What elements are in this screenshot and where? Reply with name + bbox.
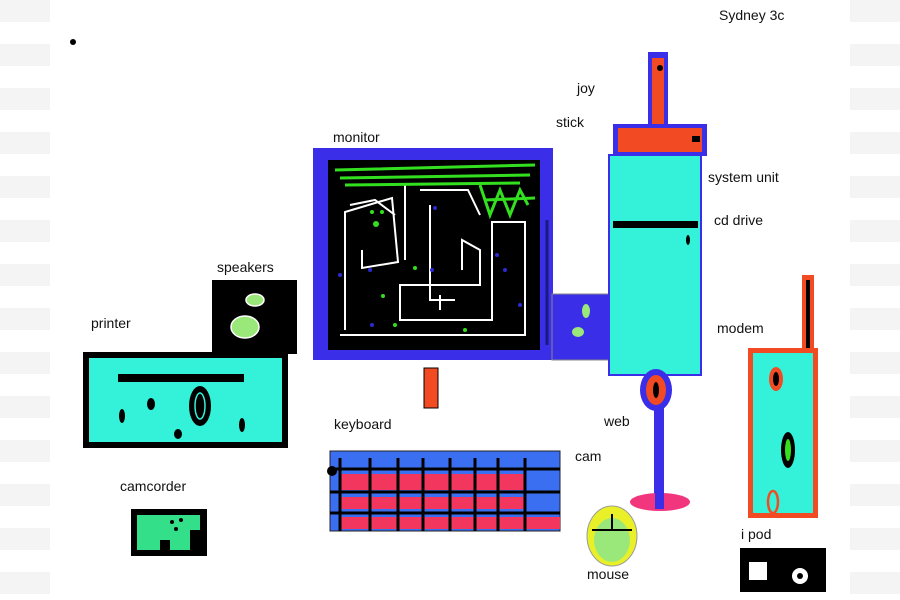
monitor [313, 148, 553, 360]
power-button [686, 235, 690, 245]
modem [748, 275, 818, 518]
background-checker-right [850, 0, 900, 600]
i-pod [740, 548, 826, 592]
system-unit-case [608, 154, 702, 376]
title-label: Sydney 3c [719, 7, 785, 23]
cd-drive-slot [613, 221, 698, 228]
speaker-small-cone [245, 293, 265, 307]
webcam [551, 293, 611, 361]
cam-label: cam [575, 448, 602, 464]
speakers-box [212, 280, 297, 354]
modem-label: modem [717, 320, 764, 336]
keyboard [327, 450, 561, 532]
web-label: web [604, 413, 630, 429]
monitor-screen [328, 160, 540, 350]
webcam-box [551, 293, 611, 361]
web-cam [630, 369, 690, 511]
monitor-label: monitor [333, 129, 380, 145]
i-pod-label: i pod [741, 526, 772, 542]
monitor-maze-scribble [340, 185, 526, 336]
joy-label: joy [577, 80, 595, 96]
speaker-large-cone [230, 315, 260, 339]
mouse [586, 505, 638, 567]
web-cam-pole [654, 400, 664, 510]
speakers [212, 280, 297, 354]
cd-drive-label: cd drive [714, 212, 764, 228]
stick-label: stick [556, 114, 584, 130]
printer [83, 352, 288, 448]
printer-dial [189, 386, 211, 426]
printer-paper-slot [118, 374, 244, 382]
printer-label: printer [91, 315, 131, 331]
stray-dot [70, 39, 76, 45]
monitor-stand [423, 367, 439, 409]
speakers-label: speakers [217, 259, 274, 275]
joystick [613, 52, 707, 156]
system-unit [608, 154, 702, 376]
i-pod-screen [749, 562, 767, 580]
monitor-green-scribble [334, 163, 536, 220]
mouse-label: mouse [587, 566, 630, 582]
background-checker-left [0, 0, 50, 600]
system-unit-label: system unit [708, 169, 779, 185]
monitor-screen-dots [338, 206, 522, 332]
keyboard-label: keyboard [334, 416, 392, 432]
camcorder-label: camcorder [120, 478, 187, 494]
camcorder [131, 509, 207, 556]
